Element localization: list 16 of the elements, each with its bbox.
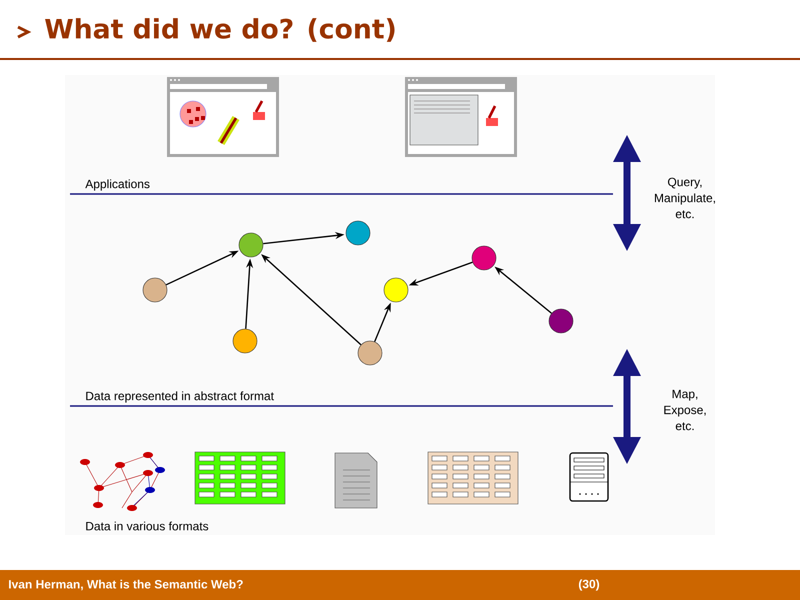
- side-label: Map, Expose, etc.: [664, 390, 706, 430]
- graph-node: [384, 278, 408, 302]
- side-label: Query, Manipulate, etc.: [654, 178, 715, 218]
- graph-node: [472, 246, 496, 270]
- graph-node: [232, 328, 258, 354]
- layer-label: Data in various formats: [86, 522, 208, 530]
- slide-title: What did we do? (cont): [45, 18, 394, 42]
- page-number: (30): [578, 579, 600, 591]
- layer-label: Applications: [85, 179, 150, 191]
- layer-label: Data represented in abstract format: [86, 391, 274, 403]
- graph-node: [346, 220, 370, 246]
- graph-node: [142, 278, 168, 302]
- graph-node: [238, 232, 264, 258]
- graph-node: [358, 340, 382, 366]
- graph-node: [548, 308, 574, 334]
- footer-text: Ivan Herman, What is the Semantic Web?: [9, 580, 243, 590]
